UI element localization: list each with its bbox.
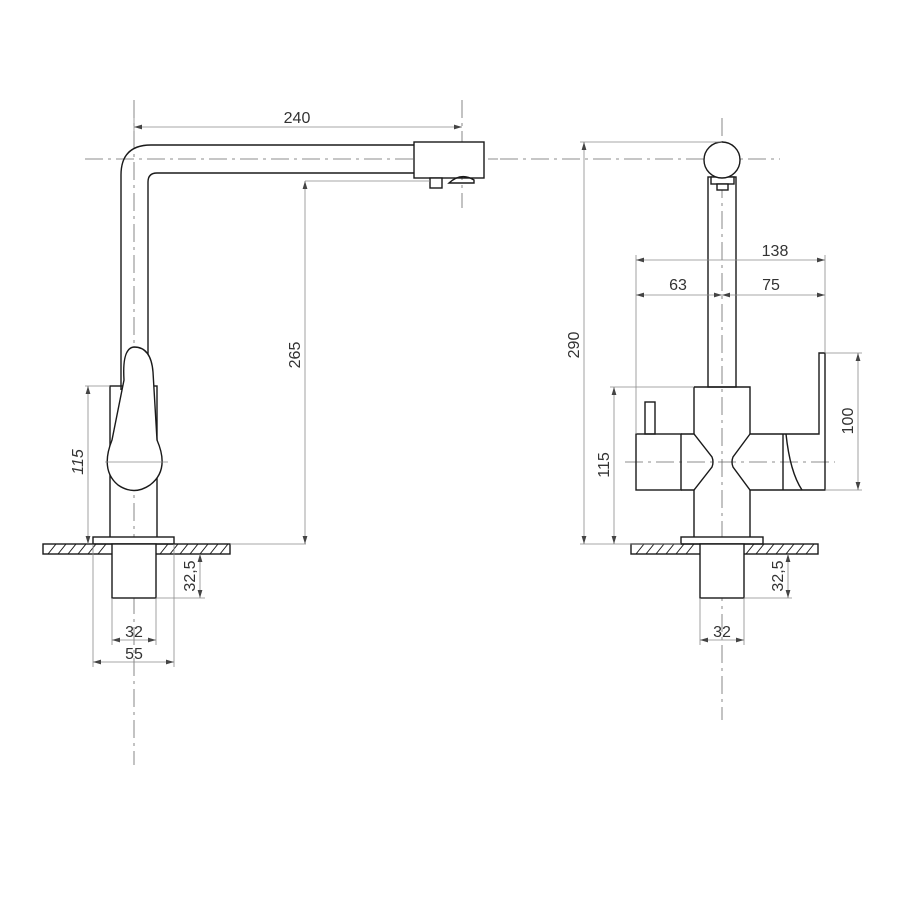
handle-lever [106, 346, 163, 492]
front-mounting-shank [699, 543, 745, 599]
filter-nozzle [429, 177, 443, 189]
dim-shank-diameter-side: 32 [125, 624, 143, 641]
dim-shank-length-front: 32,5 [770, 560, 787, 591]
aerator-outlet [447, 175, 475, 184]
dim-lever-height: 100 [840, 408, 857, 435]
front-base-plate [680, 536, 764, 545]
dim-spout-height: 265 [287, 342, 304, 369]
dim-body-height-front: 115 [596, 452, 613, 478]
left-valve-taper [681, 433, 714, 491]
dim-shank-diameter-front: 32 [713, 624, 731, 641]
front-countertop-hatch [635, 543, 815, 555]
spout-inner [147, 172, 414, 360]
dim-spout-reach: 240 [284, 110, 311, 127]
left-valve [635, 433, 682, 491]
front-view: 290 115 138 63 75 100 32,5 32 [500, 118, 862, 720]
spout-head-circle [703, 141, 741, 179]
filter-lever [644, 401, 656, 435]
dim-right-width: 75 [762, 277, 780, 294]
dim-shank-length-side: 32,5 [182, 560, 199, 591]
aerator-head [413, 141, 485, 179]
nozzle-tip [716, 183, 729, 191]
dim-left-width: 63 [669, 277, 687, 294]
mounting-shank [111, 543, 157, 599]
side-view: 240 265 115 32,5 32 55 [42, 100, 498, 765]
right-handle-curve [785, 433, 803, 491]
right-valve [731, 352, 826, 491]
base-plate [92, 536, 175, 545]
dim-body-height-side: 115 [70, 449, 87, 475]
front-body-column [693, 386, 751, 537]
dim-base-diameter: 55 [125, 646, 143, 663]
dim-total-width: 138 [762, 243, 789, 260]
dim-total-height: 290 [566, 332, 583, 359]
spout-outer [120, 144, 414, 390]
